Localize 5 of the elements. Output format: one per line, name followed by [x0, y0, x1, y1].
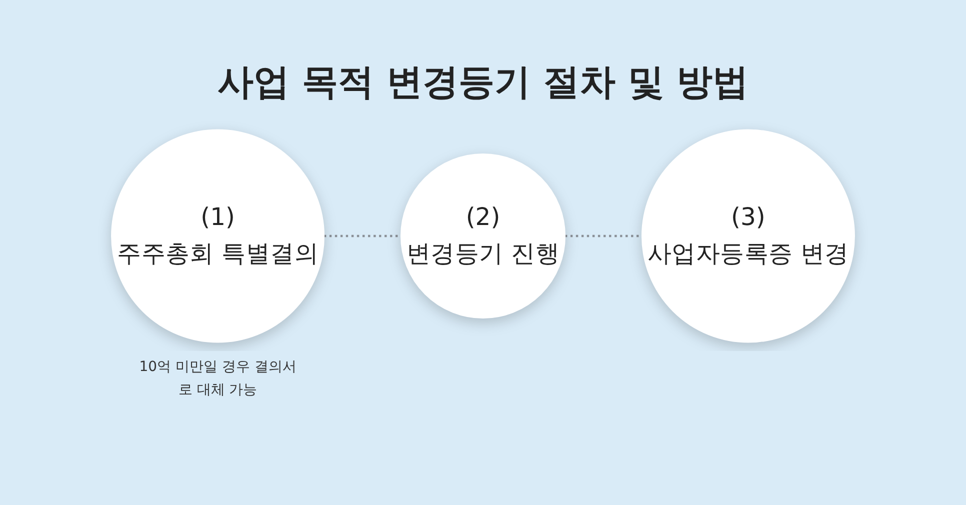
step-circle: (2) 변경등기 진행: [400, 153, 566, 319]
step-circle: (1) 주주총회 특별결의: [111, 129, 325, 343]
step-circle: (3) 사업자등록증 변경: [641, 129, 855, 343]
title: 사업 목적 변경등기 절차 및 방법: [216, 61, 750, 105]
note-text: 10억 미만일 경우 결의서로 대체 가능: [138, 358, 298, 400]
